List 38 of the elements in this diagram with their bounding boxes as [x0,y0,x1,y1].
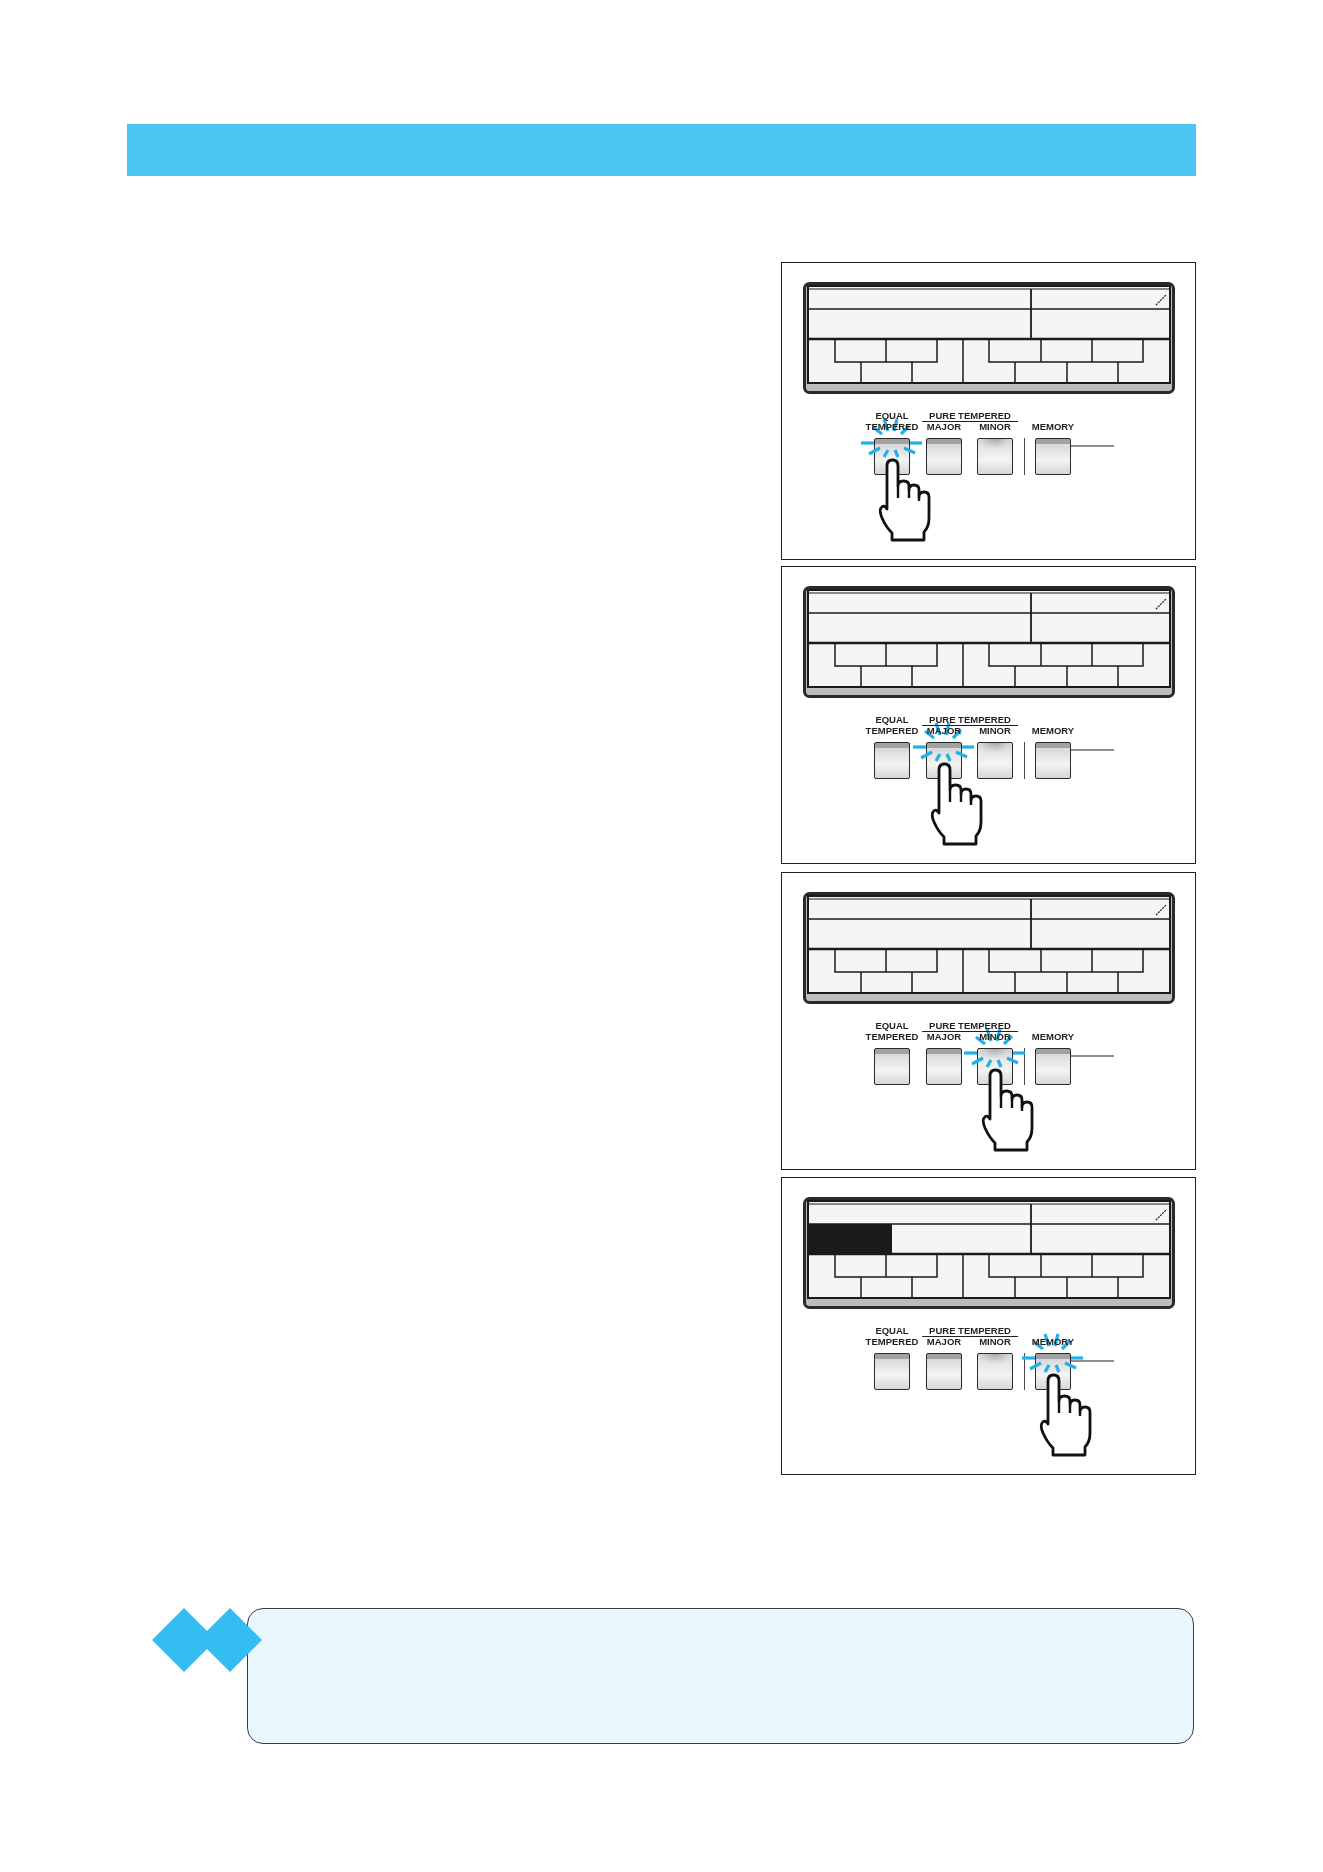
leader-line [1070,1055,1115,1057]
button-label: MINOR [979,725,1011,736]
button-label: MEMORY [1031,421,1075,432]
leader-line [1070,445,1115,447]
panel-button [926,1048,962,1085]
button-group-label: PURE TEMPERED [922,714,1018,726]
panel-button [977,1353,1013,1390]
button-label: EQUAL TEMPERED [864,1020,920,1042]
panel-button [1035,438,1071,475]
button-group-label: PURE TEMPERED [922,1020,1018,1032]
button-label: EQUAL TEMPERED [864,714,920,736]
leader-line [1070,749,1115,751]
panel-button [874,742,910,779]
button-label: MEMORY [1031,1031,1075,1042]
button-label: MAJOR [926,1336,962,1347]
panel-button [1035,742,1071,779]
button-label: MAJOR [926,421,962,432]
illustration-panel [781,566,1196,864]
leader-line [1070,1360,1115,1362]
button-label: MAJOR [926,1031,962,1042]
header-band [127,124,1196,176]
illustration-panel [781,872,1196,1170]
note-box [247,1608,1194,1744]
panel-button [926,1353,962,1390]
panel-button [926,438,962,475]
illustration-panel [781,1177,1196,1475]
panel-button [874,1353,910,1390]
button-label: MEMORY [1031,725,1075,736]
button-label: MINOR [979,1336,1011,1347]
button-label: MINOR [979,421,1011,432]
button-label: EQUAL TEMPERED [864,1325,920,1347]
button-group-label: PURE TEMPERED [922,410,1018,422]
panel-button [977,742,1013,779]
panel-button [1035,1048,1071,1085]
panel-button [874,1048,910,1085]
button-group-label: PURE TEMPERED [922,1325,1018,1337]
illustration-panel [781,262,1196,560]
panel-button [977,438,1013,475]
